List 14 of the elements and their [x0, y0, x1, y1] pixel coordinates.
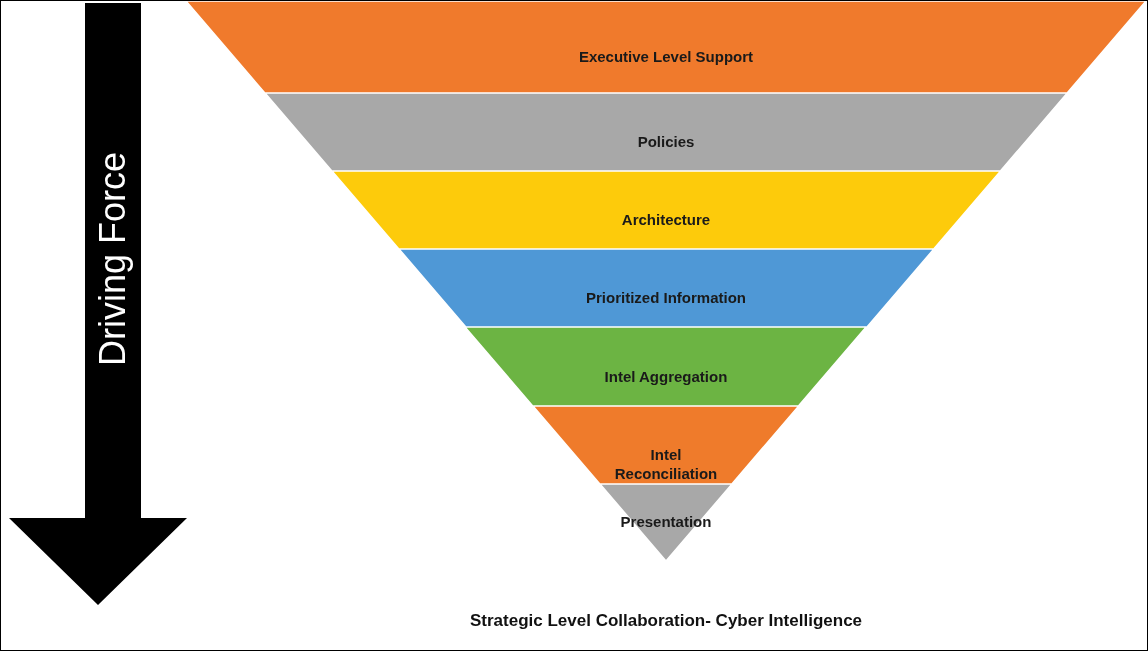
band-label: Intel Reconciliation: [613, 445, 719, 483]
band-label: Prioritized Information: [584, 288, 747, 307]
pyramid-band: [398, 249, 934, 327]
pyramid-band: [264, 93, 1068, 171]
pyramid-band: [465, 327, 867, 406]
band-label: Policies: [636, 132, 696, 151]
band-label: Executive Level Support: [577, 47, 755, 66]
pyramid-band: [331, 171, 1001, 249]
pyramid-band: [186, 1, 1146, 93]
caption: Strategic Level Collaboration- Cyber Intelligence: [470, 611, 863, 631]
pyramid-band: [533, 406, 799, 484]
band-label: Architecture: [620, 210, 712, 229]
band-label: Intel Aggregation: [603, 366, 729, 386]
axis-label: Driving Force: [92, 151, 135, 367]
